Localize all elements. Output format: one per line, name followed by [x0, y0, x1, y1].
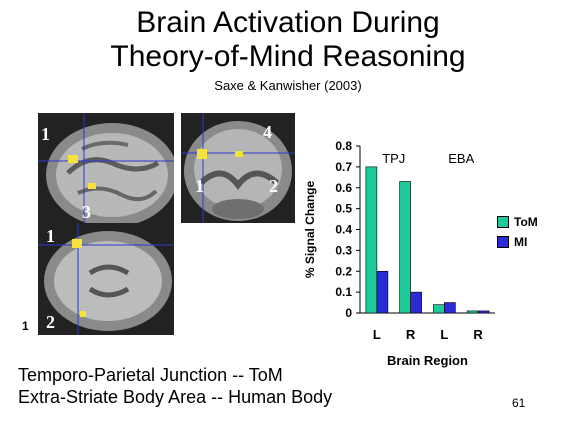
bar-tom-2	[433, 304, 445, 314]
mri-sagittal-image: 1 3	[38, 113, 174, 223]
x-tick-label-0: L	[373, 327, 381, 342]
title-line-2: Theory-of-Mind Reasoning	[110, 40, 466, 73]
y-tick-label-8: 0.8	[335, 139, 352, 153]
mri-coronal-drawing	[181, 113, 295, 223]
coronal-label-2: 2	[269, 176, 278, 196]
y-tick-label-2: 0.2	[335, 264, 352, 278]
slide-title: Brain Activation During Theory-of-Mind R…	[0, 6, 576, 74]
x-tick-label-3: R	[473, 327, 483, 342]
sagittal-label-3: 3	[82, 202, 91, 222]
mri-axial-drawing	[38, 223, 174, 335]
page-number: 61	[512, 396, 526, 410]
bar-tom-0	[365, 166, 378, 314]
legend-item-mi: MI	[497, 232, 538, 252]
slide-subtitle: Saxe & Kanwisher (2003)	[214, 78, 362, 93]
bar-mi-0	[376, 270, 389, 314]
legend-swatch-tom	[497, 216, 509, 228]
axial-label-2: 2	[46, 312, 55, 332]
y-tick-label-6: 0.6	[335, 181, 352, 195]
bar-mi-1	[410, 291, 422, 314]
bar-mi-2	[444, 302, 456, 314]
y-axis-label: % Signal Change	[303, 181, 317, 279]
y-tick-label-1: 0.1	[335, 285, 352, 299]
mri-coronal-image: 4 1 2	[181, 113, 295, 223]
axial-side-label: 1	[22, 319, 29, 333]
y-tick-label-0: 0	[345, 306, 352, 320]
chart-legend: ToM MI	[497, 212, 538, 252]
bar-mi-3	[477, 310, 490, 314]
x-tick-label-1: R	[406, 327, 416, 342]
y-tick-label-5: 0.5	[335, 202, 352, 216]
group-label-0: TPJ	[382, 151, 405, 166]
legend-swatch-mi	[497, 236, 509, 248]
title-line-1: Brain Activation During	[136, 6, 440, 39]
bar-tom-1	[399, 181, 411, 314]
y-tick-label-3: 0.3	[335, 243, 352, 257]
legend-item-tom: ToM	[497, 212, 538, 232]
caption-line-1: Temporo-Parietal Junction -- ToM	[18, 365, 283, 385]
bar-chart: 0 0.1 0.2 0.3 0.4 0.5 0.6 0.7 0.8 % Signal Change…	[303, 139, 495, 368]
x-axis-label: Brain Region	[387, 353, 468, 368]
axial-label-1: 1	[46, 226, 55, 246]
coronal-label-1: 1	[195, 176, 204, 196]
x-tick-label-2: L	[440, 327, 448, 342]
mri-sagittal-drawing	[38, 113, 174, 223]
y-tick-label-7: 0.7	[335, 160, 352, 174]
legend-label-mi: MI	[514, 235, 528, 249]
legend-label-tom: ToM	[514, 215, 538, 229]
caption-line-2: Extra-Striate Body Area -- Human Body	[18, 387, 333, 407]
sagittal-label-1: 1	[41, 124, 50, 144]
mri-axial-image: 1 2 1	[38, 223, 174, 335]
y-tick-label-4: 0.4	[335, 223, 352, 237]
bar-tom-3	[466, 310, 479, 314]
group-label-1: EBA	[448, 151, 474, 166]
coronal-label-4: 4	[263, 122, 272, 142]
